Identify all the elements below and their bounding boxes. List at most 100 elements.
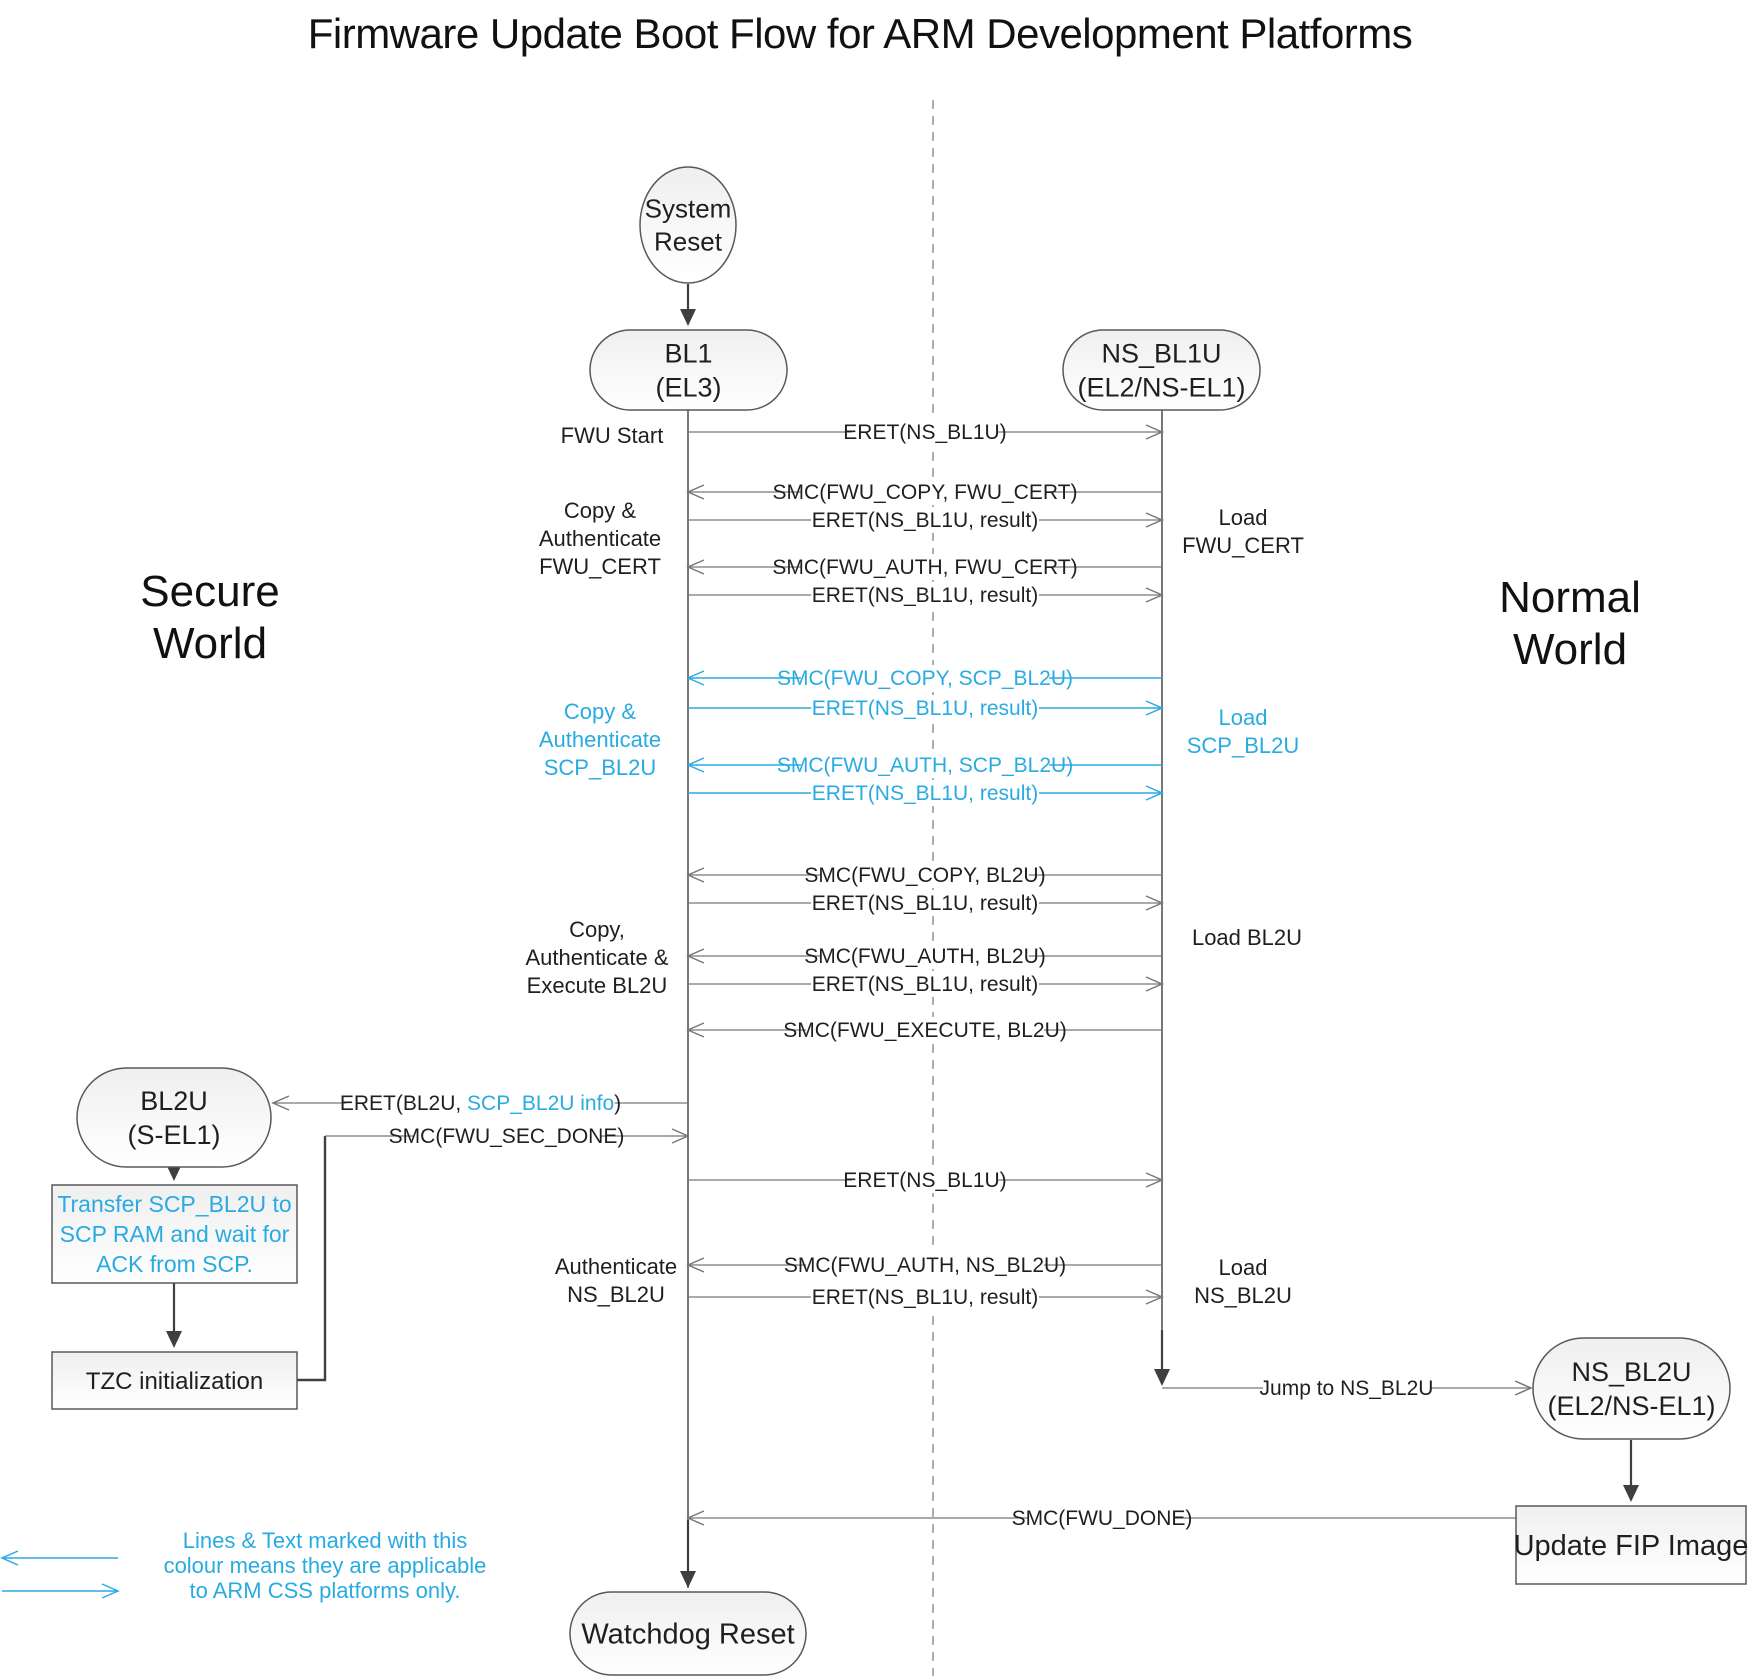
smc-fwu-auth-fwu-cert-label-bg	[800, 554, 1050, 580]
ns-bl2u-to-update-fip-arrowhead	[1623, 1485, 1639, 1502]
jump-to-ns-bl2u-arrowhead	[1514, 1380, 1533, 1396]
eret-bl2u-scp-info-arrowhead	[271, 1095, 290, 1111]
smc-fwu-auth-ns-bl2u-label-bg	[805, 1252, 1045, 1278]
load-scp-bl2u-label: Load	[1219, 705, 1268, 730]
secure-world-label: Secure World	[140, 567, 280, 668]
eret-result-7-arrowhead	[1145, 1289, 1164, 1305]
node-bl2u-label: BL2U	[140, 1086, 208, 1116]
node-transfer-scp-bl2u-label: SCP RAM and wait for	[60, 1221, 290, 1247]
smc-fwu-auth-fwu-cert-label: SMC(FWU_AUTH, FWU_CERT)	[772, 556, 1077, 579]
eret-result-6-arrowhead	[1145, 976, 1164, 992]
node-bl2u	[76, 1067, 272, 1168]
transfer-to-tzc-arrowhead	[166, 1331, 182, 1348]
smc-fwu-copy-scp-bl2u-label-bg	[800, 665, 1050, 691]
diagram-title: Firmware Update Boot Flow for ARM Develo…	[307, 10, 1413, 57]
copy-auth-fwu-cert-label: FWU_CERT	[539, 554, 661, 579]
smc-fwu-sec-done-arrowhead	[671, 1128, 690, 1144]
smc-fwu-auth-ns-bl2u-label: SMC(FWU_AUTH, NS_BL2U)	[784, 1254, 1066, 1277]
system-reset-to-bl1-arrowhead	[680, 309, 696, 326]
smc-fwu-auth-bl2u-label-bg	[821, 943, 1029, 969]
smc-fwu-execute-bl2u-label: SMC(FWU_EXECUTE, BL2U)	[783, 1019, 1067, 1042]
smc-fwu-copy-fwu-cert-label-bg	[800, 479, 1050, 505]
node-ns-bl2u-label: (EL2/NS-EL1)	[1547, 1391, 1715, 1421]
eret-result-2-label-bg	[811, 582, 1039, 608]
eret-result-2-arrowhead	[1145, 587, 1164, 603]
copy-auth-scp-bl2u-label: SCP_BL2U	[544, 755, 657, 780]
smc-fwu-copy-scp-bl2u-label: SMC(FWU_COPY, SCP_BL2U)	[777, 667, 1073, 690]
eret-result-3-arrowhead	[1145, 700, 1164, 716]
load-scp-bl2u-label: SCP_BL2U	[1187, 733, 1300, 758]
copy-auth-execute-bl2u-label: Copy,	[569, 917, 625, 942]
eret-result-1-arrowhead	[1145, 512, 1164, 528]
authenticate-ns-bl2u-label: NS_BL2U	[567, 1282, 665, 1307]
eret-bl2u-scp-info-label-bg	[346, 1090, 615, 1116]
bl2u-to-transfer-arrowhead	[166, 1164, 182, 1181]
smc-fwu-execute-bl2u-arrowhead	[686, 1022, 705, 1038]
smc-fwu-copy-fwu-cert-label: SMC(FWU_COPY, FWU_CERT)	[773, 481, 1078, 504]
node-watchdog-reset-label: Watchdog Reset	[581, 1619, 794, 1651]
load-fwu-cert-label: Load	[1219, 505, 1268, 530]
smc-fwu-done-label: SMC(FWU_DONE)	[1012, 1507, 1193, 1530]
smc-fwu-done-arrowhead	[686, 1510, 705, 1526]
legend-text: colour means they are applicable	[164, 1553, 487, 1578]
eret-ns-bl1u-start-arrowhead	[1145, 424, 1164, 440]
smc-fwu-auth-bl2u-arrowhead	[686, 948, 705, 964]
smc-fwu-auth-scp-bl2u-arrowhead	[686, 757, 705, 773]
eret-ns-bl1u-resume-label-bg	[851, 1167, 999, 1193]
eret-result-4-label: ERET(NS_BL1U, result)	[812, 782, 1038, 805]
bl1-to-watchdog-arrowhead	[680, 1571, 696, 1588]
node-update-fip-image	[1515, 1505, 1747, 1585]
load-bl2u-label: Load BL2U	[1192, 925, 1302, 950]
jump-to-ns-bl2u-label-bg	[1263, 1375, 1430, 1401]
node-bl2u-label: (S-EL1)	[127, 1120, 220, 1150]
eret-ns-bl1u-resume-arrowhead	[1145, 1172, 1164, 1188]
node-system-reset	[639, 166, 737, 284]
load-ns-bl2u-label: Load	[1219, 1255, 1268, 1280]
eret-result-3-label: ERET(NS_BL1U, result)	[812, 697, 1038, 720]
node-tzc-initialization-label: TZC initialization	[86, 1368, 263, 1395]
jump-to-ns-bl2u-label: Jump to NS_BL2U	[1260, 1377, 1434, 1400]
smc-fwu-done-label-bg	[1028, 1505, 1176, 1531]
smc-fwu-copy-bl2u-label-bg	[821, 862, 1029, 888]
node-system-reset-label: System	[645, 194, 732, 224]
normal-world-label: Normal World	[1499, 573, 1641, 674]
legend-arrowhead-left	[0, 1550, 19, 1566]
smc-fwu-sec-done-label: SMC(FWU_SEC_DONE)	[389, 1125, 625, 1148]
load-ns-bl2u-label: NS_BL2U	[1194, 1283, 1292, 1308]
copy-auth-fwu-cert-label: Authenticate	[539, 526, 661, 551]
legend-text: to ARM CSS platforms only.	[189, 1578, 460, 1603]
eret-result-5-label: ERET(NS_BL1U, result)	[812, 892, 1038, 915]
eret-result-5-arrowhead	[1145, 895, 1164, 911]
copy-auth-fwu-cert-label: Copy &	[564, 498, 636, 523]
smc-fwu-execute-bl2u-label-bg	[805, 1017, 1045, 1043]
authenticate-ns-bl2u-label: Authenticate	[555, 1254, 677, 1279]
eret-result-4-arrowhead	[1145, 785, 1164, 801]
smc-fwu-copy-bl2u-label: SMC(FWU_COPY, BL2U)	[804, 864, 1045, 887]
eret-result-6-label-bg	[811, 971, 1039, 997]
eret-result-7-label-bg	[811, 1284, 1039, 1310]
node-ns-bl1u	[1062, 329, 1261, 411]
copy-auth-execute-bl2u-label: Execute BL2U	[527, 973, 668, 998]
smc-fwu-copy-scp-bl2u-arrowhead	[686, 670, 705, 686]
node-ns-bl2u-label: NS_BL2U	[1571, 1357, 1691, 1387]
eret-result-1-label-bg	[811, 507, 1039, 533]
node-bl1-label: (EL3)	[655, 372, 721, 402]
copy-auth-scp-bl2u-label: Authenticate	[539, 727, 661, 752]
legend-arrowhead-right	[101, 1583, 120, 1599]
eret-ns-bl1u-resume-label: ERET(NS_BL1U)	[843, 1169, 1006, 1192]
tzc-to-sec-done-connector	[297, 1136, 327, 1382]
smc-fwu-auth-scp-bl2u-label-bg	[800, 752, 1050, 778]
eret-result-6-label: ERET(NS_BL1U, result)	[812, 973, 1038, 996]
node-ns-bl2u	[1532, 1337, 1731, 1440]
smc-fwu-copy-fwu-cert-arrowhead	[686, 484, 705, 500]
eret-result-3-label-bg	[811, 695, 1039, 721]
smc-fwu-auth-ns-bl2u-arrowhead	[686, 1257, 705, 1273]
smc-fwu-sec-done-label-bg	[412, 1123, 601, 1149]
eret-result-1-label: ERET(NS_BL1U, result)	[812, 509, 1038, 532]
smc-fwu-auth-fwu-cert-arrowhead	[686, 559, 705, 575]
ns-bl1u-lifeline-end-arrowhead	[1154, 1369, 1170, 1386]
node-tzc-initialization	[51, 1351, 298, 1410]
fwu-start-label: FWU Start	[561, 423, 664, 448]
